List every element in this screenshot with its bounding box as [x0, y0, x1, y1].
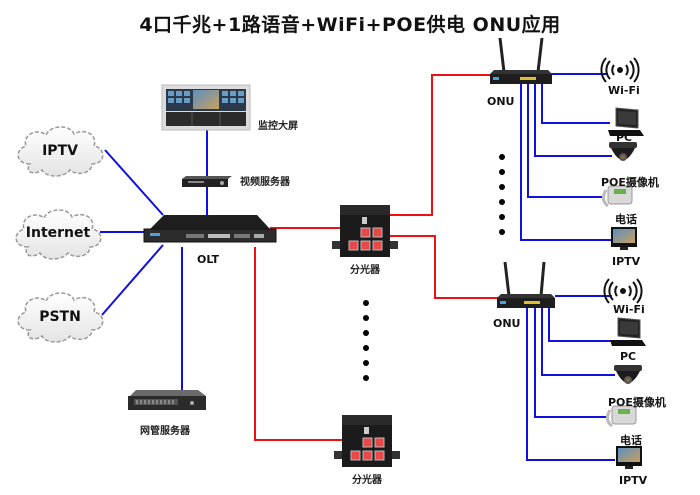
monitor-wall-label: 监控大屏 — [258, 121, 298, 132]
nms-server-label: 网管服务器 — [140, 426, 190, 437]
ellipsis-dot — [499, 229, 505, 235]
cloud-label-pstn: PSTN — [39, 309, 81, 325]
link-onu2-camera — [541, 305, 615, 376]
optical-splitter-icon — [332, 205, 398, 257]
cloud-label-iptv: IPTV — [42, 143, 78, 159]
link-onu2-pc — [548, 305, 612, 342]
endpoint-label-pc: PC — [620, 350, 637, 363]
endpoint-label-iptv: IPTV — [619, 474, 648, 487]
telephone-icon — [605, 405, 637, 428]
ellipsis-dot — [499, 199, 505, 205]
laptop-icon — [608, 107, 644, 136]
tv-icon — [611, 227, 637, 250]
dvr-icon — [182, 176, 232, 187]
ellipsis-dot — [363, 300, 369, 306]
link-iptv-olt — [104, 149, 164, 216]
ellipsis-dot — [499, 184, 505, 190]
wifi-icon — [603, 278, 643, 304]
ellipsis-dot — [363, 330, 369, 336]
ellipsis-dot — [499, 154, 505, 160]
video-wall-icon — [161, 84, 251, 131]
video-server-label: 视频服务器 — [240, 177, 290, 188]
rack-switch-icon — [143, 215, 277, 243]
cloud-label-internet: Internet — [25, 225, 91, 241]
fiber-links — [254, 74, 500, 441]
endpoint-label-wifi: Wi-Fi — [613, 303, 645, 316]
onu-ellipsis — [499, 154, 505, 235]
ellipsis-dot — [363, 345, 369, 351]
link-onu1-camera — [534, 83, 612, 157]
link-splitter1-onu1 — [390, 74, 495, 216]
splitter-label: 分光器 — [352, 475, 382, 486]
copper-links — [100, 73, 615, 461]
optical-splitter-icon — [334, 415, 400, 467]
link-olt-splitter2 — [254, 247, 346, 441]
ellipsis-dot — [499, 169, 505, 175]
olt-label: OLT — [197, 253, 220, 266]
tv-icon — [616, 446, 642, 469]
link-onu1-phone — [527, 83, 605, 198]
splitter-ellipsis — [363, 300, 369, 381]
endpoint-label-wifi: Wi-Fi — [608, 84, 640, 97]
dome-camera-icon — [614, 365, 642, 384]
endpoint-label-camera: POE摄像机 — [608, 396, 666, 409]
endpoint-label-pc: PC — [616, 131, 633, 144]
link-pstn-olt — [101, 244, 164, 316]
endpoint-label-camera: POE摄像机 — [601, 176, 659, 189]
endpoint-label-iptv: IPTV — [612, 255, 641, 268]
router-icon — [497, 261, 555, 308]
ellipsis-dot — [499, 214, 505, 220]
ellipsis-dot — [363, 315, 369, 321]
ellipsis-dot — [363, 360, 369, 366]
onu-label: ONU — [493, 317, 521, 330]
telephone-icon — [601, 185, 633, 208]
wifi-icon — [600, 57, 640, 83]
link-splitter2-onu2 — [390, 235, 500, 299]
ellipsis-dot — [363, 375, 369, 381]
link-onu1-pc — [541, 83, 610, 124]
link-onu2-tv — [526, 305, 615, 461]
router-icon — [490, 37, 552, 84]
splitter-label: 分光器 — [350, 265, 380, 276]
laptop-icon — [610, 317, 646, 346]
diagram-title: 4口千兆+1路语音+WiFi+POE供电 ONU应用 — [139, 14, 561, 36]
onu-label: ONU — [487, 95, 515, 108]
link-onu1-tv — [520, 83, 612, 241]
link-onu2-phone — [534, 305, 608, 418]
endpoint-label-phone: 电话 — [615, 213, 637, 226]
dome-camera-icon — [609, 142, 637, 161]
endpoint-label-phone: 电话 — [620, 434, 642, 447]
rack-server-icon — [128, 390, 206, 410]
